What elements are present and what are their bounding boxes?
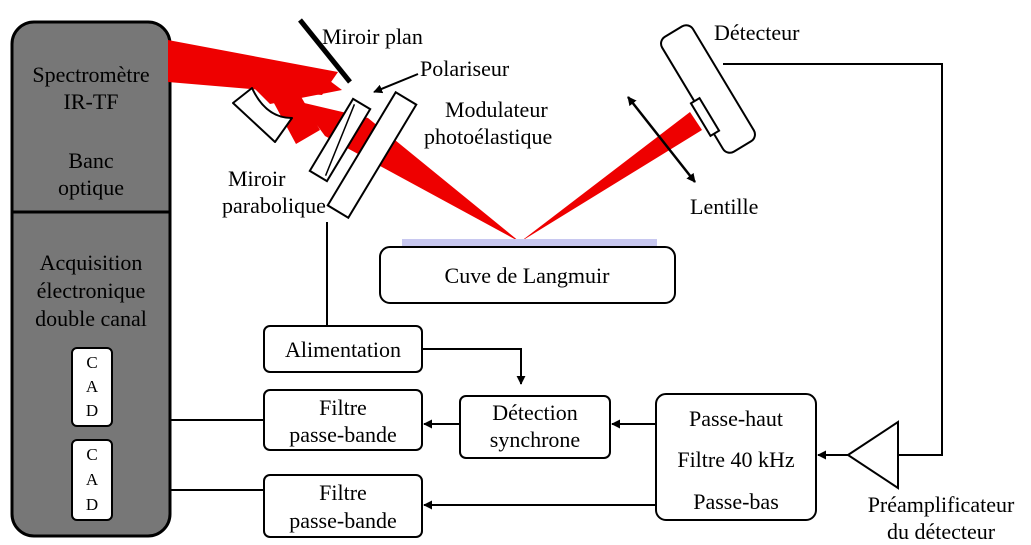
bandpass-filter-2 <box>263 474 423 538</box>
filter-40khz-box <box>655 393 817 521</box>
filtre-1-label: Filtre <box>319 395 367 420</box>
banc-label: Banc <box>68 148 113 173</box>
cad1-a: A <box>86 377 99 396</box>
passe-bas-label: Passe-bas <box>693 489 779 514</box>
modulateur-label: Modulateur <box>445 97 548 122</box>
electronique-label: électronique <box>37 278 146 303</box>
synchrone-label: synchrone <box>490 427 580 452</box>
filtre-40-label: Filtre 40 kHz <box>677 447 795 472</box>
double-canal-label: double canal <box>35 306 147 331</box>
photoelastique-label: photoélastique <box>424 124 552 149</box>
acquisition-label: Acquisition <box>40 250 143 275</box>
lens <box>627 96 696 183</box>
irtf-label: IR-TF <box>64 89 119 114</box>
polariseur-pointer <box>373 73 419 94</box>
polariseur-label: Polariseur <box>420 56 510 81</box>
cuve-label: Cuve de Langmuir <box>445 263 611 288</box>
spectrometer-label: Spectromètre <box>32 62 149 87</box>
detection-label: Détection <box>492 400 578 425</box>
langmuir-trough <box>379 246 676 304</box>
miroir-label: Miroir <box>228 166 286 191</box>
du-detecteur-label: du détecteur <box>887 519 996 544</box>
cad2-c: C <box>86 445 97 464</box>
plane-mirror <box>298 18 352 84</box>
preamplifier <box>846 420 899 490</box>
cad-box-2 <box>71 439 113 521</box>
cad2-a: A <box>86 470 99 489</box>
alimentation-to-detection-wire <box>422 348 526 385</box>
parabolique-label: parabolique <box>222 193 326 218</box>
photoelastic-modulator <box>326 90 418 220</box>
ir-beam-to-sample <box>300 102 520 242</box>
spectrometer-acquisition-panel <box>10 20 172 538</box>
detecteur-label: Détecteur <box>714 20 800 45</box>
passe-bande-2-label: passe-bande <box>289 508 397 533</box>
cad1-c: C <box>86 353 97 372</box>
passe-bande-1-label: passe-bande <box>289 422 397 447</box>
cad1-d: D <box>86 401 98 420</box>
detector-signal-wire <box>723 63 943 456</box>
optique-label: optique <box>58 175 124 200</box>
cad2-d: D <box>86 495 98 514</box>
filtre-2-label: Filtre <box>319 480 367 505</box>
parabolic-mirror <box>232 87 293 143</box>
polarizer-grid <box>324 104 356 176</box>
ir-beam-through-modulator <box>268 86 320 144</box>
preampli-label: Préamplificateur <box>868 492 1015 517</box>
water-surface <box>402 239 657 246</box>
alimentation-label: Alimentation <box>285 337 401 362</box>
lentille-label: Lentille <box>690 194 758 219</box>
cad-box-1 <box>71 347 113 427</box>
synchronous-detection-box <box>459 395 611 459</box>
passe-haut-label: Passe-haut <box>689 406 783 431</box>
miroir-plan-label: Miroir plan <box>322 24 423 49</box>
